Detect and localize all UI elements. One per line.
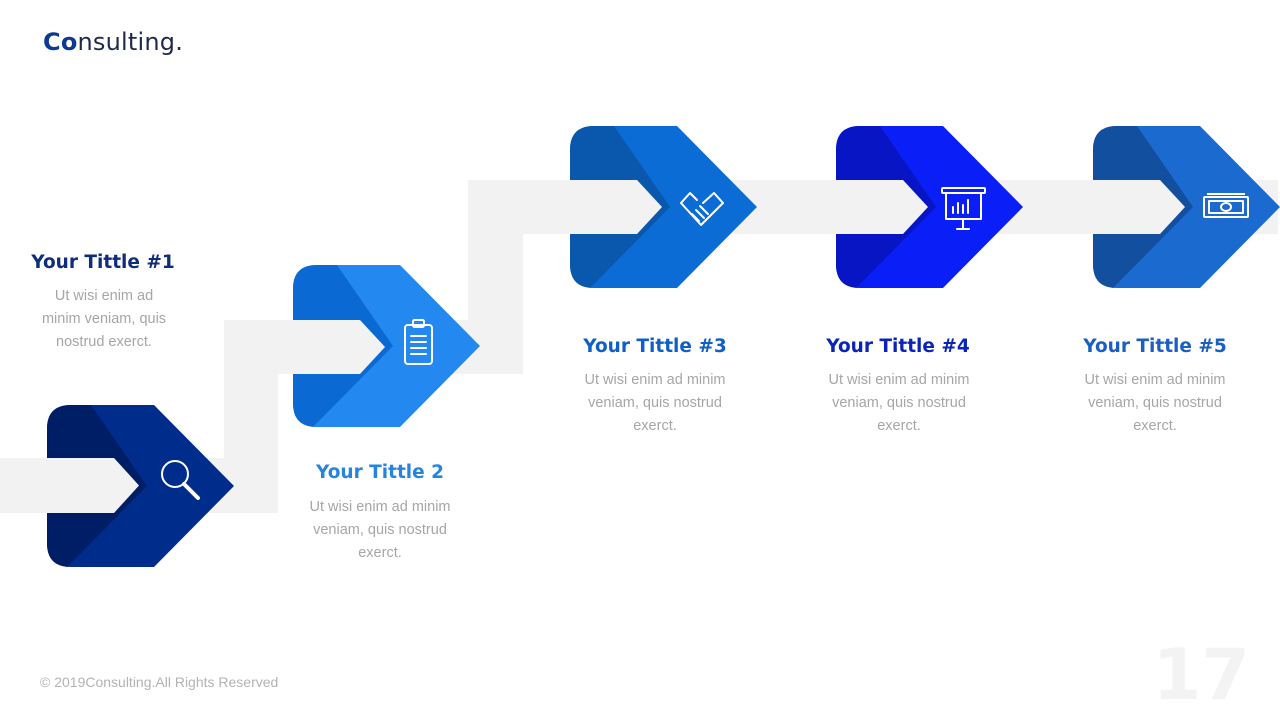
step-4-description: Ut wisi enim ad minim veniam, quis nostr…: [828, 372, 970, 434]
step-3-title: Your Tittle #3: [583, 336, 727, 357]
step-2-description: Ut wisi enim ad minim veniam, quis nostr…: [309, 499, 451, 561]
step-1-tile: [47, 405, 234, 567]
step-3-tile: [570, 126, 757, 288]
step-2-connector-arrow: [293, 320, 385, 374]
step-5-tile: [1093, 126, 1280, 288]
step-4-connector-arrow: [836, 180, 928, 234]
clipboard-icon: [404, 319, 433, 365]
step-1-description: Ut wisi enim ad minim veniam, quis nostr…: [41, 288, 167, 350]
step-2-title: Your Tittle 2: [316, 462, 444, 483]
step-1-connector-arrow: [47, 458, 139, 513]
copyright-footer: © 2019Consulting.All Rights Reserved: [40, 674, 279, 690]
step-5-connector-arrow: [1093, 180, 1185, 234]
step-5-title: Your Tittle #5: [1083, 336, 1227, 357]
logo: Consulting.: [43, 28, 184, 56]
page-number: 17: [1152, 634, 1250, 716]
step-1-title: Your Tittle #1: [31, 252, 175, 273]
magnifier-icon: [161, 460, 200, 500]
step-4-tile: [836, 126, 1023, 288]
presentation-board-icon: [941, 187, 986, 230]
handshake-icon: [680, 192, 724, 226]
money-icon: [1203, 193, 1249, 218]
step-4-title: Your Tittle #4: [826, 336, 970, 357]
step-5-description: Ut wisi enim ad minim veniam, quis nostr…: [1084, 372, 1226, 434]
step-2-tile: [293, 265, 480, 427]
step-3-connector-arrow: [570, 180, 662, 234]
step-3-description: Ut wisi enim ad minim veniam, quis nostr…: [584, 372, 726, 434]
